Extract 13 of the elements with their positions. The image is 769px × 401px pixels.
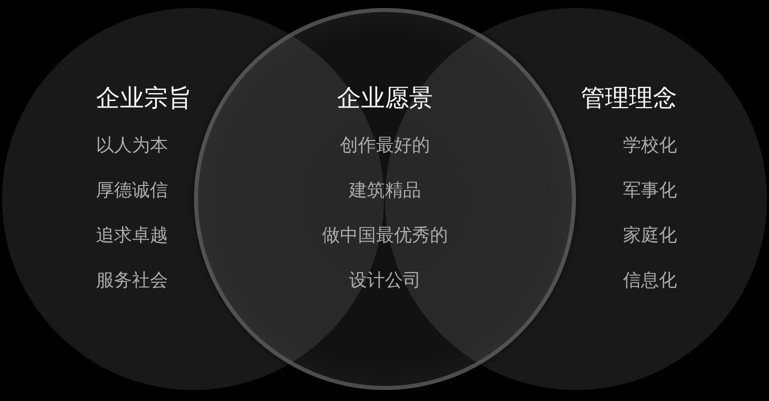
item-text: 学校化 bbox=[623, 134, 677, 158]
item-text: 创作最好的建筑精品 bbox=[339, 134, 431, 202]
heading: 企业宗旨 bbox=[96, 83, 192, 113]
heading: 管理理念 bbox=[581, 83, 677, 113]
item-text: 军事化 bbox=[623, 178, 677, 202]
item-text: 厚德诚信 bbox=[96, 178, 168, 202]
item-text: 做中国最优秀的设计公司 bbox=[321, 224, 449, 292]
heading: 企业愿景 bbox=[337, 83, 433, 113]
item-text: 家庭化 bbox=[623, 224, 677, 248]
item-text: 服务社会 bbox=[96, 268, 168, 292]
item-text: 追求卓越 bbox=[96, 224, 168, 248]
item-text: 以人为本 bbox=[96, 134, 168, 158]
item-text: 信息化 bbox=[623, 268, 677, 292]
